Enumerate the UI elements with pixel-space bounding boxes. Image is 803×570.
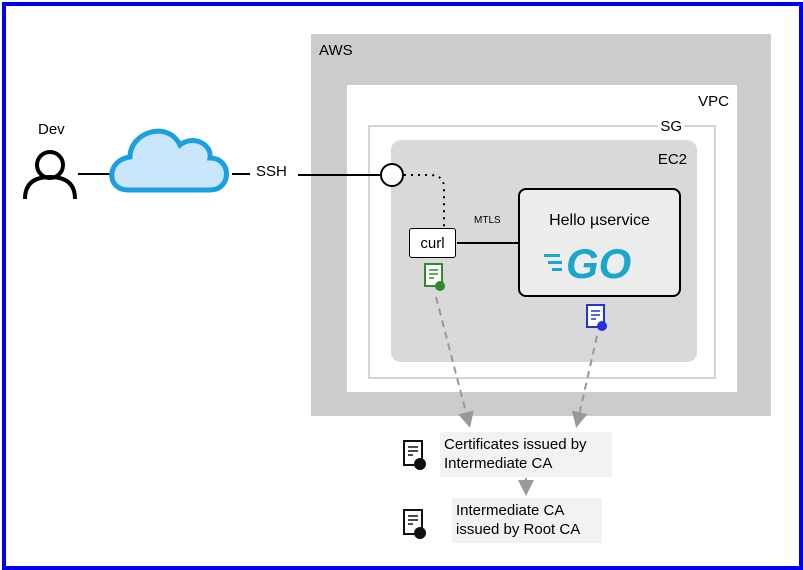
ssh-label: SSH bbox=[256, 163, 287, 180]
cloud-icon bbox=[109, 128, 229, 193]
port-curl-dotted-link bbox=[404, 174, 445, 228]
hello-microservice-box: Hello µservice GO bbox=[518, 188, 681, 297]
service-title: Hello µservice bbox=[549, 212, 650, 229]
certificate-icon bbox=[586, 304, 607, 331]
blue-cert-arrow bbox=[571, 335, 598, 428]
user-icon bbox=[23, 150, 77, 200]
certificate-icon bbox=[403, 509, 426, 539]
vpc-label: VPC bbox=[698, 93, 729, 110]
intermediate-certs-note: Certificates issued by Intermediate CA bbox=[440, 432, 612, 477]
ec2-label: EC2 bbox=[657, 151, 687, 168]
root-ca-note: Intermediate CA issued by Root CA bbox=[452, 498, 602, 543]
aws-label: AWS bbox=[319, 42, 353, 59]
certificate-icon bbox=[403, 440, 426, 470]
sg-label: SG bbox=[658, 118, 684, 135]
dev-label: Dev bbox=[38, 121, 65, 138]
ssh-port-circle bbox=[380, 163, 404, 187]
mtls-label: MTLS bbox=[474, 215, 501, 226]
green-cert-arrow bbox=[435, 296, 474, 428]
curl-label: curl bbox=[420, 234, 445, 252]
go-logo-icon: GO bbox=[544, 242, 631, 284]
go-logo-text: GO bbox=[566, 242, 631, 284]
certificate-icon bbox=[424, 263, 445, 291]
curl-client: curl bbox=[409, 228, 456, 258]
